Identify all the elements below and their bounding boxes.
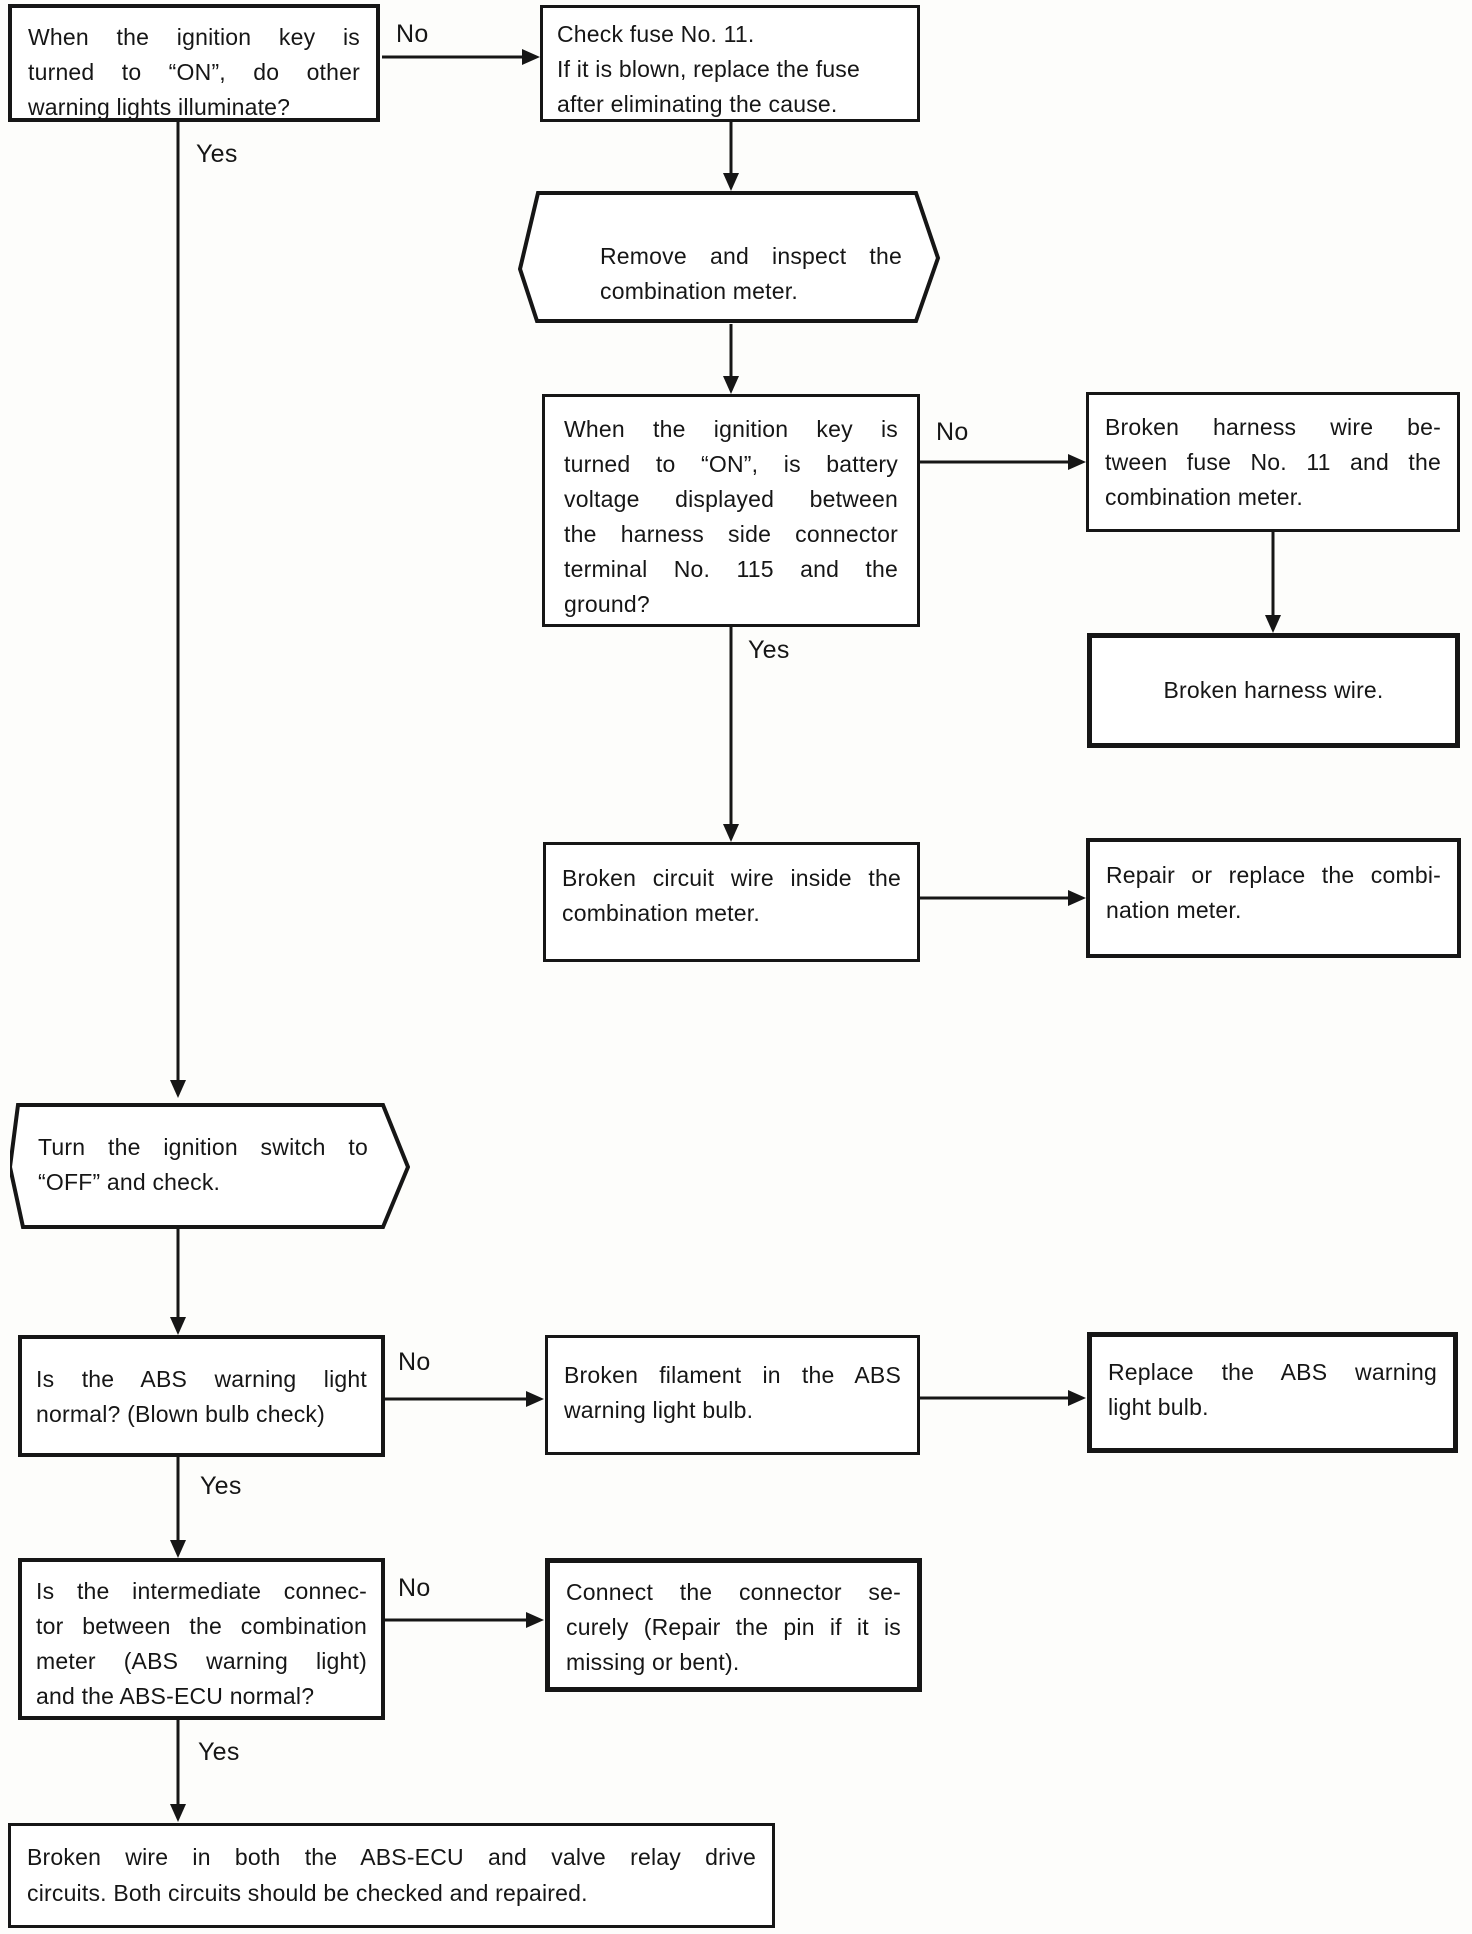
edge-label-no: No [936, 418, 969, 446]
text-line: light bulb. [1108, 1394, 1209, 1420]
text-line: turned to “ON”, do other [28, 59, 360, 85]
connector-warning-lights-no [382, 49, 540, 65]
connector-battery-voltage-no [919, 454, 1086, 470]
text-line: Broken wire in both the ABS-ECU and valv… [27, 1844, 756, 1870]
text-line: tween fuse No. 11 and the [1105, 449, 1441, 475]
edge-label-yes: Yes [200, 1472, 242, 1500]
node-broken-circuit-inside: Broken circuit wire inside the combinatio… [543, 842, 920, 962]
text-line: terminal No. 115 and the [564, 556, 898, 582]
text-line: tor between the combination [36, 1613, 367, 1639]
text-line: warning lights illuminate? [28, 94, 291, 120]
text-line: When the ignition key is [28, 24, 360, 50]
connector-intermediate-yes [170, 1719, 186, 1822]
edge-label-no: No [398, 1574, 431, 1602]
text-line: after eliminating the cause. [557, 91, 838, 117]
connector-broken-filament-right [919, 1390, 1086, 1406]
node-broken-harness-wire: Broken harness wire. [1087, 633, 1460, 748]
connector-abs-light-no [384, 1391, 544, 1407]
text-line: When the ignition key is [564, 416, 898, 442]
text-line: nation meter. [1106, 897, 1242, 923]
hexagon-text: Remove and inspect the combination meter. [600, 239, 902, 309]
text-line: “OFF” and check. [38, 1169, 221, 1195]
node-q-battery-voltage: When the ignition key is turned to “ON”, … [542, 394, 920, 627]
text-line: Turn the ignition switch to [38, 1134, 368, 1160]
text-line: voltage displayed between [564, 486, 898, 512]
node-q-intermediate-connector: Is the intermediate connec-tor between t… [18, 1558, 385, 1720]
connector-remove-meter-down [723, 324, 739, 394]
connector-broken-harness-down [1265, 531, 1281, 633]
node-repair-replace-meter: Repair or replace the combi-nation meter… [1086, 838, 1461, 958]
edge-label-no: No [398, 1348, 431, 1376]
text-line: Broken harness wire. [1163, 677, 1384, 703]
node-turn-ignition-off: Turn the ignition switch to “OFF” and che… [10, 1098, 410, 1230]
text-line: Check fuse No. 11. [557, 21, 755, 47]
connector-battery-voltage-yes [723, 626, 739, 842]
connector-turn-off-down [170, 1229, 186, 1335]
text-line: Remove and inspect the [600, 243, 902, 269]
text-line: normal? (Blown bulb check) [36, 1401, 325, 1427]
text-line: Broken filament in the ABS [564, 1362, 901, 1388]
text-line: Broken harness wire be- [1105, 414, 1441, 440]
edge-label-yes: Yes [198, 1738, 240, 1766]
hexagon-shape [10, 1103, 410, 1229]
text-line: Replace the ABS warning [1108, 1359, 1437, 1385]
text-line: Connect the connector se- [566, 1579, 901, 1605]
connector-check-fuse-down [723, 122, 739, 191]
node-replace-bulb: Replace the ABS warning light bulb. [1087, 1332, 1458, 1453]
text-line: circuits. Both circuits should be checke… [27, 1880, 588, 1906]
hexagon-text: Turn the ignition switch to “OFF” and che… [38, 1130, 368, 1200]
connector-warning-lights-yes [170, 121, 186, 1098]
text-line: Repair or replace the combi- [1106, 862, 1441, 888]
node-q-abs-light-normal: Is the ABS warning light normal? (Blown b… [18, 1335, 385, 1457]
edge-label-no: No [396, 20, 429, 48]
text-line: warning light bulb. [564, 1397, 754, 1423]
text-line: combination meter. [600, 278, 798, 304]
text-line: combination meter. [562, 900, 760, 926]
text-line: the harness side connector [564, 521, 898, 547]
node-connect-connector: Connect the connector se-curely (Repair … [545, 1558, 922, 1692]
text-line: missing or bent). [566, 1649, 740, 1675]
text-line: and the ABS-ECU normal? [36, 1683, 315, 1709]
edge-label-yes: Yes [196, 140, 238, 168]
text-line: Is the intermediate connec- [36, 1578, 367, 1604]
text-line: curely (Repair the pin if it is [566, 1614, 901, 1640]
text-line: ground? [564, 591, 650, 617]
text-line: If it is blown, replace the fuse [557, 56, 860, 82]
node-broken-harness-between: Broken harness wire be-tween fuse No. 11… [1086, 392, 1460, 532]
text-line: Broken circuit wire inside the [562, 865, 901, 891]
text-line: turned to “ON”, is battery [564, 451, 898, 477]
node-remove-inspect-meter: Remove and inspect the combination meter. [518, 189, 942, 325]
text-line: combination meter. [1105, 484, 1303, 510]
node-broken-wire-both-circuits: Broken wire in both the ABS-ECU and valv… [8, 1823, 775, 1928]
connector-broken-circuit-right [919, 890, 1086, 906]
text-line: meter (ABS warning light) [36, 1648, 367, 1674]
connector-abs-light-yes [170, 1456, 186, 1558]
edge-label-yes: Yes [748, 636, 790, 664]
node-check-fuse: Check fuse No. 11. If it is blown, replac… [540, 5, 920, 122]
text-line: Is the ABS warning light [36, 1366, 367, 1392]
node-broken-filament: Broken filament in the ABS warning light … [545, 1335, 920, 1455]
hexagon-shape [518, 191, 941, 323]
node-q-other-warning-lights: When the ignition key is turned to “ON”, … [8, 4, 380, 122]
connector-intermediate-no [384, 1612, 544, 1628]
